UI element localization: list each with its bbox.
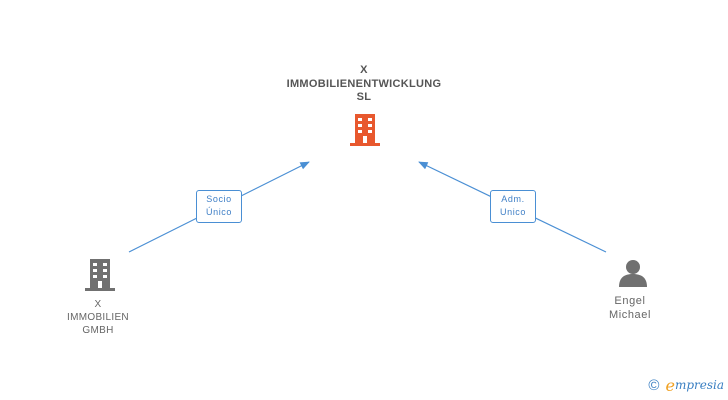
relation-badge-adm-unico: Adm. Unico — [490, 190, 536, 223]
person-icon[interactable] — [617, 257, 649, 289]
relation-label-line: Adm. — [501, 194, 525, 204]
main-company-name[interactable]: X IMMOBILIENENTWICKLUNG SL — [254, 64, 474, 105]
person-name-line: Michael — [608, 309, 652, 321]
main-company-name-line: IMMOBILIENENTWICKLUNG — [286, 77, 442, 90]
relation-label-line: Unico — [499, 207, 526, 217]
brand-footer[interactable]: © e mpresia — [648, 375, 724, 395]
shareholder-name-line: IMMOBILIEN — [67, 312, 129, 323]
brand-logo-text: mpresia — [674, 378, 724, 392]
person-name-line: Engel — [614, 295, 646, 307]
brand-logo-letter: e — [665, 375, 675, 395]
relation-label-line: Socio — [206, 194, 232, 204]
shareholder-name-line: X — [94, 299, 102, 310]
shareholder-name-line: GMBH — [82, 325, 114, 336]
person-name[interactable]: Engel Michael — [590, 294, 670, 322]
main-company-name-line: SL — [356, 91, 372, 103]
building-icon[interactable] — [84, 257, 116, 293]
building-icon[interactable] — [349, 112, 381, 148]
copyright-icon: © — [648, 376, 660, 394]
relation-label-line: Único — [205, 207, 232, 217]
relation-badge-socio-unico: Socio Único — [196, 190, 242, 223]
main-company-name-line: X — [360, 64, 368, 76]
shareholder-company-name[interactable]: X IMMOBILIEN GMBH — [48, 298, 148, 337]
